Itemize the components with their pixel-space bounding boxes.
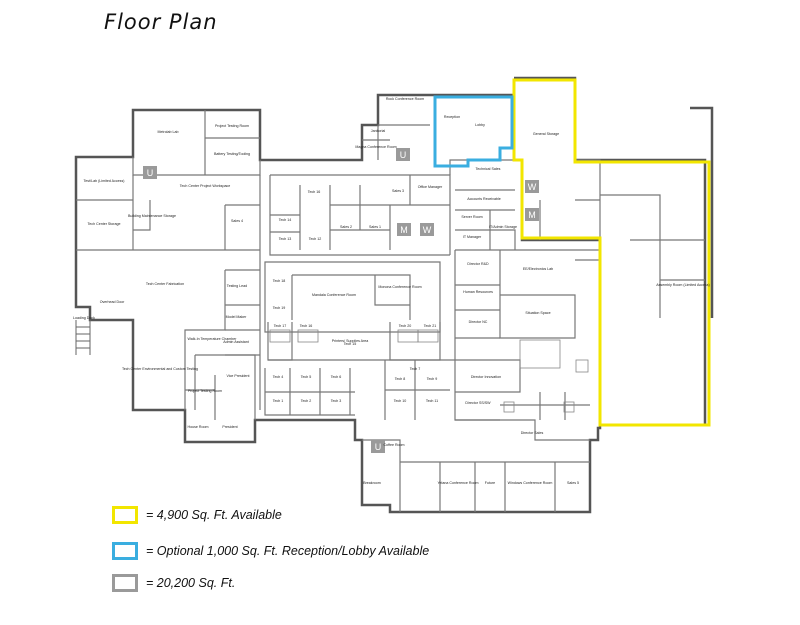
room-label: Director Sales	[521, 431, 544, 435]
room-label: Janitorial	[371, 129, 386, 133]
room-label: Walk-In Temperature Chamber	[188, 337, 238, 341]
legend-swatch-available	[112, 506, 138, 524]
room-label: EE/Electronics Lab	[523, 267, 553, 271]
room-label: Situation Space	[525, 311, 550, 315]
restroom-u-1: U	[147, 168, 154, 178]
room-label: Future	[485, 481, 495, 485]
room-label: Coffee Room	[383, 443, 404, 447]
restroom-u-3: U	[375, 442, 382, 452]
room-label: Server Room	[461, 215, 482, 219]
room-label: Printers/ Supplies Area	[332, 339, 369, 343]
room-label: Project Testing Room	[188, 389, 222, 393]
legend-label-available: = 4,900 Sq. Ft. Available	[146, 508, 282, 522]
room-label: Tech Center Storage	[88, 222, 121, 226]
room-labels: Metrolab Lab Project Testing Room Batter…	[73, 97, 710, 485]
room-label: Project Testing Room	[215, 124, 249, 128]
room-label: House Room	[188, 425, 209, 429]
restroom-w-1: W	[423, 225, 432, 235]
room-label: Director R&D	[467, 262, 489, 266]
legend-label-total: = 20,200 Sq. Ft.	[146, 576, 236, 590]
available-area-outline	[512, 78, 711, 427]
room-label: Tech 19	[273, 306, 286, 310]
room-label: Director SS/SW	[465, 401, 491, 405]
room-label: Tech 12	[309, 237, 322, 241]
room-label: Tech 10	[394, 399, 407, 403]
interior-walls	[76, 110, 705, 512]
room-label: Monona Conference Room	[378, 285, 421, 289]
room-label: Loading Dock	[73, 316, 95, 320]
room-label: Tech 1	[273, 399, 284, 403]
room-label: Tech 13	[279, 237, 292, 241]
room-label: Tech 16	[308, 190, 321, 194]
legend-swatch-optional	[112, 542, 138, 560]
room-label: Accounts Receivable	[467, 197, 501, 201]
room-label: Mandala Conference Room	[312, 293, 356, 297]
room-label: Rock Conference Room	[386, 97, 424, 101]
room-label: Test/Lab (Limited Access)	[84, 179, 125, 183]
room-label: Building Maintenance Storage	[128, 214, 176, 218]
room-label: Metrolab Lab	[158, 130, 179, 134]
room-label: Tech 18	[273, 279, 286, 283]
room-label: General Storage	[533, 132, 559, 136]
room-label: Overhead Door	[100, 300, 125, 304]
room-label: Tech 3	[331, 399, 342, 403]
room-label: Tech 5	[301, 375, 312, 379]
room-label: Director NC	[469, 320, 488, 324]
room-label: Tech 20	[399, 324, 412, 328]
room-label: President	[222, 425, 237, 429]
room-label: Technical Sales	[476, 167, 501, 171]
legend-swatch-total	[112, 574, 138, 592]
restroom-m-2: M	[528, 210, 536, 220]
restrooms: U U U M W W M	[143, 148, 539, 453]
room-label: Yelana Conference Room	[437, 481, 478, 485]
optional-lobby-outline	[433, 95, 514, 168]
room-label: Tech 6	[331, 375, 342, 379]
room-label: Tech 8	[395, 377, 406, 381]
room-label: Tech 7	[410, 367, 421, 371]
room-label: Sales 4	[231, 219, 243, 223]
room-label: Sales 5	[567, 481, 579, 485]
room-label: Tech Center Fabrication	[146, 282, 184, 286]
room-label: Sales 1	[369, 225, 381, 229]
room-label: IT/Admin Storage	[489, 225, 517, 229]
room-label: Breakroom	[363, 481, 381, 485]
room-label: Director Innovation	[471, 375, 501, 379]
restroom-u-2: U	[400, 150, 407, 160]
room-label: Tech 11	[426, 399, 438, 403]
room-label: Admin Assistant	[223, 340, 249, 344]
room-label: Tech 21	[424, 324, 437, 328]
room-label: Sales 3	[392, 189, 404, 193]
room-label: Vice President	[226, 374, 249, 378]
room-label: Lobby	[475, 123, 485, 127]
page-title: Floor Plan	[104, 10, 218, 34]
room-label: IT Manager	[463, 235, 482, 239]
room-label: Tech 15	[344, 342, 357, 346]
furniture	[269, 329, 589, 413]
room-label: Battery Testing/Tooling	[214, 152, 250, 156]
room-label: Magna Conference Room	[355, 145, 396, 149]
room-label: Tech 17	[274, 324, 287, 328]
room-label: Sales 2	[340, 225, 352, 229]
room-label: Testing Lead	[227, 284, 247, 288]
room-label: Tech 4	[273, 375, 284, 379]
room-label: Office Manager	[418, 185, 443, 189]
room-label: Tech 16	[300, 324, 313, 328]
room-label: Reception	[444, 115, 460, 119]
legend-label-optional: = Optional 1,000 Sq. Ft. Reception/Lobby…	[146, 544, 430, 558]
room-label: Tech 9	[427, 377, 438, 381]
room-label: Tech 14	[279, 218, 292, 222]
room-label: Assembly Room (Limited Access)	[656, 283, 710, 287]
room-label: Model Maker	[226, 315, 248, 319]
room-label: Human Resources	[463, 290, 493, 294]
restroom-w-2: W	[528, 182, 537, 192]
room-label: Windows Conference Room	[508, 481, 553, 485]
room-label: Tech Center Environmental and Custom Tes…	[122, 367, 198, 371]
room-label: Tech 2	[301, 399, 312, 403]
loading-dock-ramp	[75, 320, 91, 355]
room-label: Tech Center Project Workspace	[180, 184, 230, 188]
restroom-m-1: M	[400, 225, 408, 235]
